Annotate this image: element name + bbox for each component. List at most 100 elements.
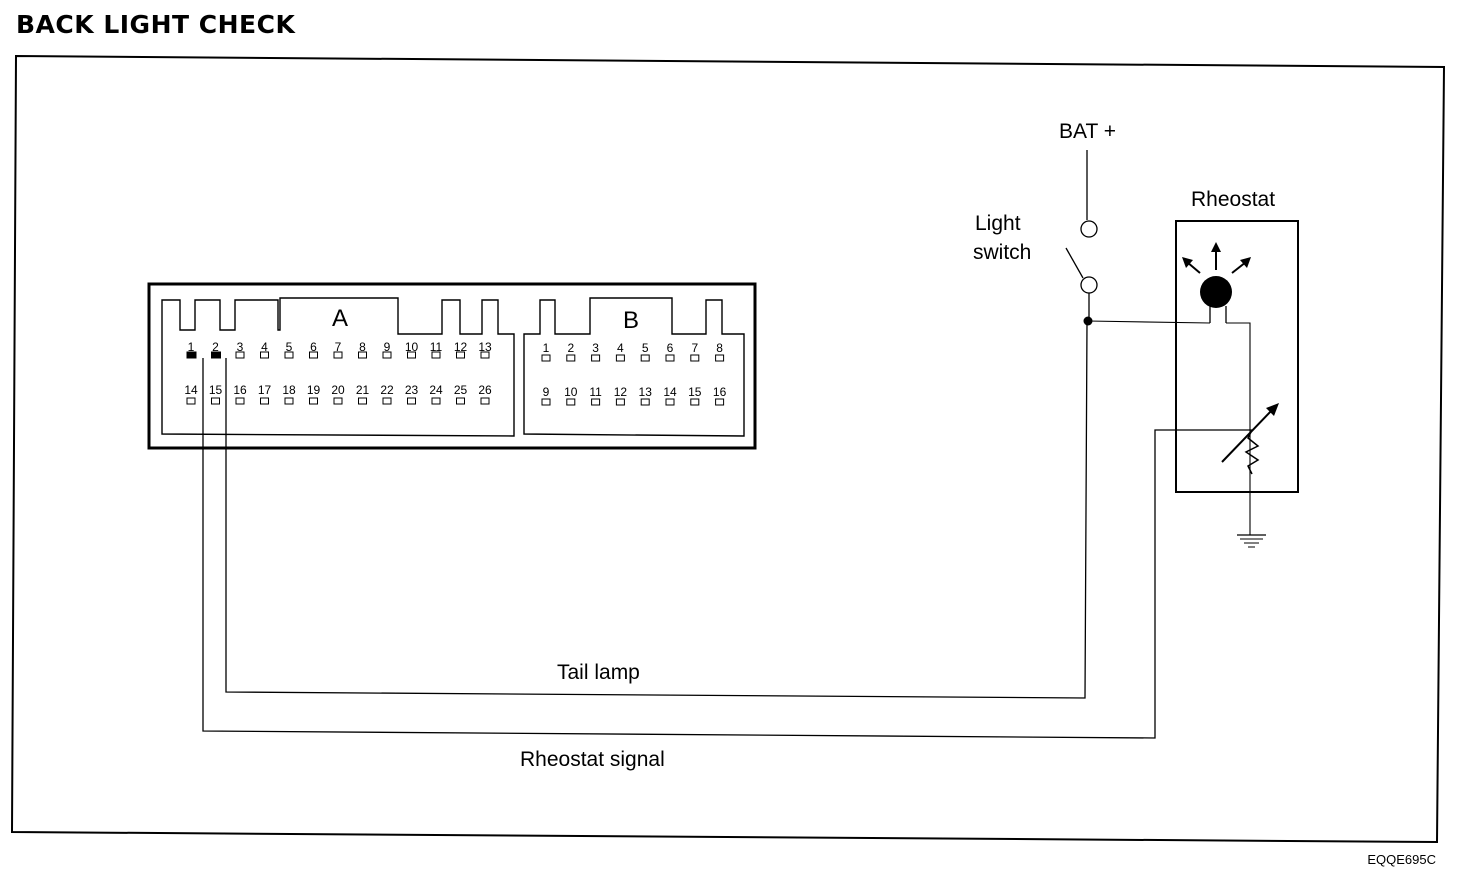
pin-label: 3 bbox=[237, 340, 244, 354]
pin-terminal bbox=[566, 398, 576, 406]
connector-a-label: A bbox=[332, 305, 348, 332]
junction-to-rheostat bbox=[1087, 320, 1211, 324]
connector-b-label: B bbox=[623, 307, 639, 334]
light-ray-left-arrow bbox=[1182, 257, 1193, 268]
connector-a-outline bbox=[161, 297, 515, 437]
pin-label: 21 bbox=[356, 383, 370, 397]
pin-terminal bbox=[284, 351, 294, 359]
pin-label: 2 bbox=[212, 340, 219, 354]
pin-terminal bbox=[431, 351, 441, 359]
pin-terminal bbox=[382, 397, 392, 405]
pin-terminal-highlighted bbox=[186, 351, 197, 359]
pin-terminal bbox=[211, 397, 220, 405]
rheostat-signal-wire bbox=[202, 358, 1252, 739]
rheostat-signal-label: Rheostat signal bbox=[520, 748, 665, 771]
pin-terminal bbox=[260, 397, 269, 405]
connector-b-outline bbox=[523, 297, 745, 437]
pin-label: 23 bbox=[405, 383, 419, 397]
pin-terminal bbox=[566, 354, 576, 362]
pin-label: 19 bbox=[307, 383, 321, 397]
pin-label: 12 bbox=[454, 340, 468, 354]
pin-terminal bbox=[640, 398, 650, 406]
battery-label: BAT + bbox=[1059, 120, 1116, 143]
pin-label: 9 bbox=[384, 340, 391, 354]
light-ray-up-arrow bbox=[1211, 242, 1221, 252]
pin-terminal bbox=[615, 354, 625, 362]
rheostat: Rheostat bbox=[1175, 188, 1299, 535]
pin-label: 25 bbox=[454, 383, 468, 397]
pin-label: 1 bbox=[543, 341, 550, 355]
pin-terminal bbox=[333, 351, 343, 359]
pin-terminal bbox=[235, 397, 245, 405]
pin-terminal bbox=[615, 398, 625, 406]
pin-terminal bbox=[665, 354, 675, 362]
light-switch-label-1: Light bbox=[975, 212, 1021, 235]
pin-terminal bbox=[480, 351, 490, 359]
pin-label: 20 bbox=[331, 383, 345, 397]
pin-label: 18 bbox=[282, 383, 296, 397]
pin-terminal bbox=[235, 351, 245, 359]
switch-upper-contact bbox=[1080, 220, 1098, 238]
pin-label: 13 bbox=[639, 385, 653, 399]
pin-label: 24 bbox=[429, 383, 443, 397]
ground-icon bbox=[1237, 534, 1266, 548]
resistor-arrow-head bbox=[1266, 403, 1279, 416]
pin-terminal bbox=[382, 351, 392, 359]
pin-terminal bbox=[690, 398, 700, 406]
pin-label: 3 bbox=[592, 341, 599, 355]
pin-label: 11 bbox=[589, 385, 602, 399]
bulb-return-wire bbox=[1226, 322, 1251, 535]
pin-terminal bbox=[309, 397, 318, 405]
pin-label: 12 bbox=[614, 385, 628, 399]
pin-label: 4 bbox=[261, 340, 268, 354]
pin-terminal bbox=[407, 351, 416, 359]
pin-terminal-highlighted bbox=[211, 351, 221, 359]
light-ray-right-arrow bbox=[1240, 257, 1251, 268]
pin-label: 6 bbox=[310, 340, 317, 354]
pin-terminal bbox=[640, 354, 650, 362]
pin-terminal bbox=[456, 397, 465, 405]
pin-label: 14 bbox=[663, 385, 677, 399]
switch-blade bbox=[1065, 247, 1084, 279]
pin-label: 4 bbox=[617, 341, 624, 355]
pin-label: 2 bbox=[567, 341, 574, 355]
pin-terminal bbox=[690, 354, 700, 362]
pin-label: 10 bbox=[564, 385, 578, 399]
diagram-frame bbox=[10, 54, 1446, 844]
pin-label: 8 bbox=[716, 341, 723, 355]
pin-label: 1 bbox=[188, 340, 195, 354]
pin-terminal bbox=[407, 397, 416, 405]
variable-resistor-icon bbox=[1244, 429, 1260, 475]
pin-terminal bbox=[333, 397, 343, 405]
pin-terminal bbox=[186, 397, 196, 405]
pin-terminal bbox=[591, 354, 601, 362]
pin-label: 15 bbox=[688, 385, 702, 399]
pin-label: 14 bbox=[184, 383, 198, 397]
pin-terminal bbox=[260, 351, 269, 359]
pin-label: 5 bbox=[642, 341, 649, 355]
switch-lower-contact bbox=[1080, 276, 1098, 294]
pin-terminal bbox=[480, 397, 490, 405]
tail-lamp-label: Tail lamp bbox=[557, 661, 640, 684]
pin-label: 7 bbox=[691, 341, 698, 355]
pin-label: 16 bbox=[233, 383, 247, 397]
page-title: BACK LIGHT CHECK bbox=[16, 10, 296, 39]
pin-terminal bbox=[284, 397, 294, 405]
pin-label: 13 bbox=[478, 340, 492, 354]
pin-terminal bbox=[541, 398, 551, 406]
pin-terminal bbox=[456, 351, 465, 359]
pin-terminal bbox=[591, 398, 601, 406]
pin-terminal bbox=[715, 354, 725, 362]
pin-terminal bbox=[358, 351, 367, 359]
pin-label: 6 bbox=[667, 341, 674, 355]
pin-label: 22 bbox=[380, 383, 394, 397]
lamp-bulb-icon bbox=[1200, 276, 1232, 308]
pin-label: 7 bbox=[335, 340, 342, 354]
pin-label: 26 bbox=[478, 383, 492, 397]
resistor-arrow-line bbox=[1221, 407, 1275, 463]
pin-label: 11 bbox=[430, 340, 443, 354]
